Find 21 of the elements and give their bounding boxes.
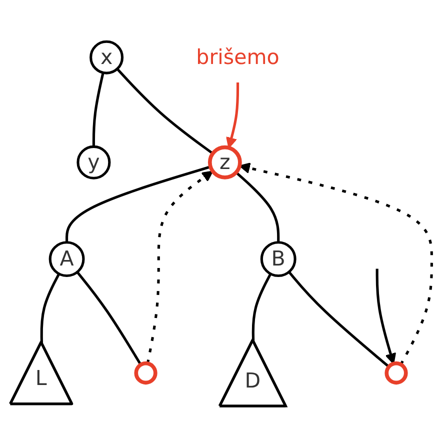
connector — [92, 72, 104, 147]
connector — [288, 270, 390, 368]
node-circle — [90, 40, 124, 74]
node-circle — [260, 240, 296, 277]
node-circle — [384, 361, 408, 384]
node-circle — [76, 145, 111, 180]
connector — [235, 171, 280, 242]
node-text: brišemo — [196, 44, 280, 69]
connector — [40, 273, 60, 343]
connector — [116, 68, 214, 154]
arrow — [376, 268, 396, 364]
arrow — [146, 170, 214, 364]
connector — [252, 273, 272, 341]
connector — [66, 165, 211, 242]
node-circle — [208, 145, 242, 180]
arrow — [226, 82, 240, 148]
arrow — [239, 162, 433, 365]
node-circle — [48, 240, 85, 277]
connector — [76, 271, 142, 366]
node-circle — [134, 361, 158, 384]
tree-diagram: x brišemo y z A B L D — [0, 22, 442, 416]
